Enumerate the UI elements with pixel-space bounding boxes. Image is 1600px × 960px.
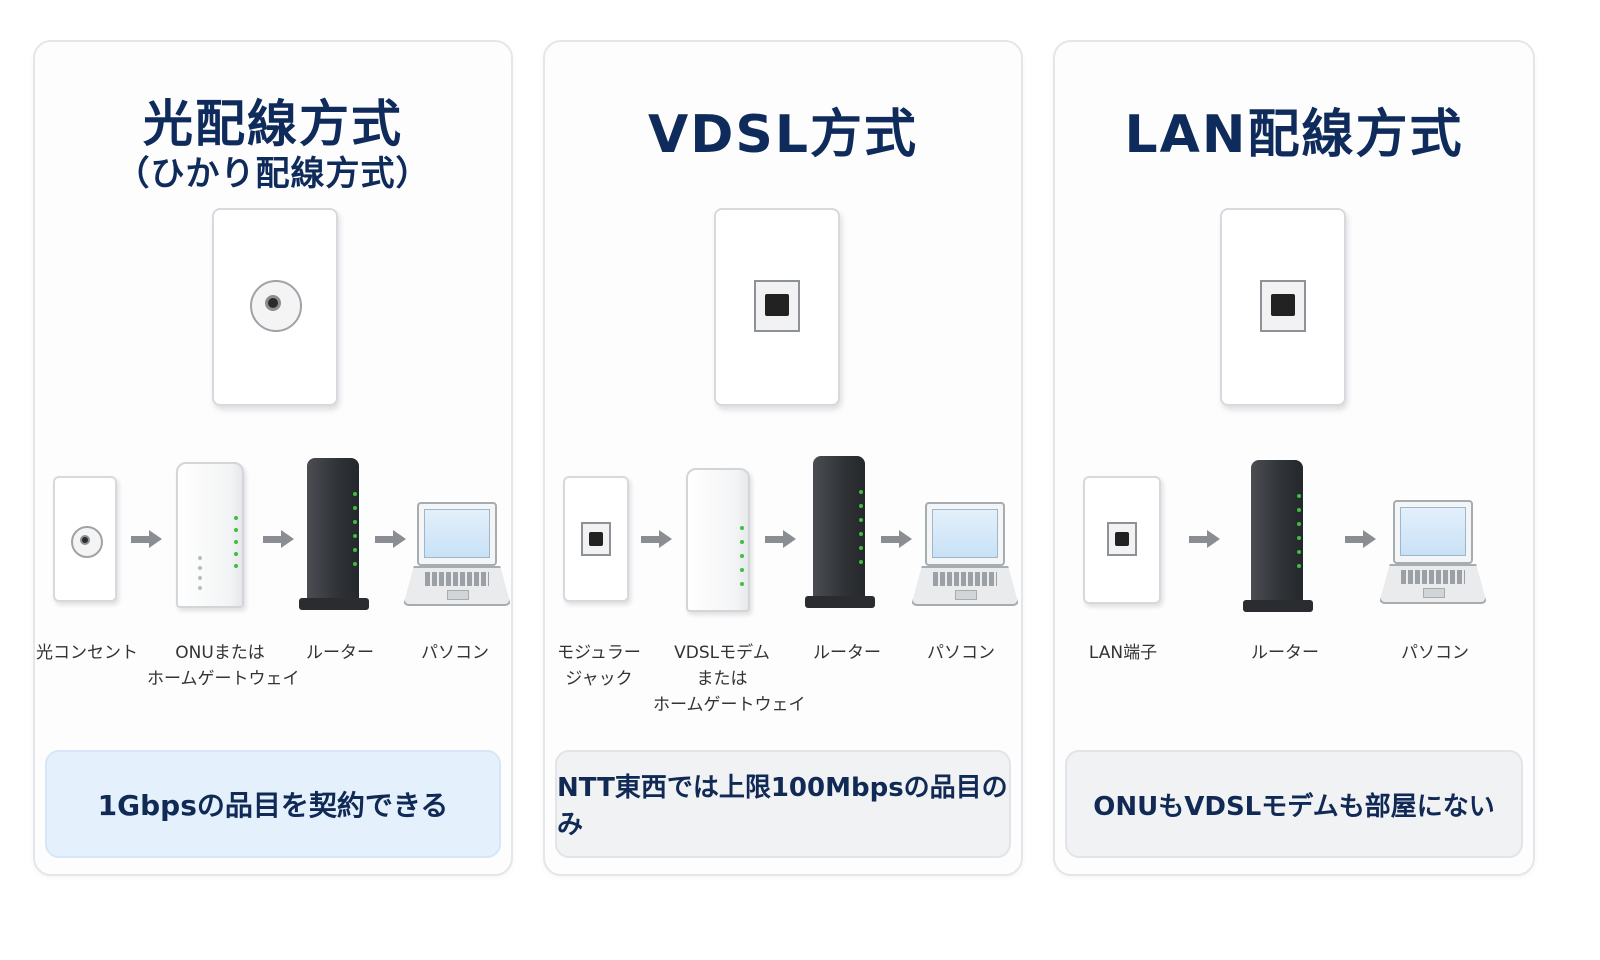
modular-jack-icon <box>754 280 800 332</box>
optical-outlet-icon <box>53 476 117 602</box>
panel-optical-wiring: 光配線方式 （ひかり配線方式） 光コンセント ONUまたは ホ <box>33 40 513 876</box>
arrow-icon <box>641 530 673 548</box>
modular-jack-plate <box>714 208 840 406</box>
arrow-icon <box>263 530 295 548</box>
lan-port-icon <box>1260 280 1306 332</box>
modular-jack-outlet-icon <box>563 476 629 602</box>
device-label: モジュラー ジャック <box>557 643 641 689</box>
panel-vdsl: VDSL方式 モジュラー ジャック VDSLモデム または ホームゲートウェイ … <box>543 40 1023 876</box>
router-icon <box>1243 460 1313 616</box>
arrow-icon <box>765 530 797 548</box>
router-icon <box>805 456 875 612</box>
optical-port-icon <box>250 280 302 332</box>
panel-subtitle: （ひかり配線方式） <box>115 154 431 194</box>
optical-outlet-plate <box>212 208 338 406</box>
panel-title: LAN配線方式 <box>1124 105 1464 165</box>
device-label: ルーター <box>1251 643 1319 663</box>
router-icon <box>299 458 369 614</box>
device-label: VDSLモデム または ホームゲートウェイ <box>653 643 806 715</box>
panel-lan-wiring: LAN配線方式 LAN端子 ルーター パソコン ONUもVDSLモデムも部屋にな… <box>1053 40 1535 876</box>
panel-title: 光配線方式 <box>143 95 403 153</box>
laptop-icon <box>911 502 1019 606</box>
device-label: ルーター <box>306 643 374 663</box>
device-label: 光コンセント <box>36 643 138 663</box>
arrow-icon <box>131 530 163 548</box>
device-label: パソコン <box>421 643 489 663</box>
panel-note: 1Gbpsの品目を契約できる <box>45 750 501 858</box>
laptop-icon <box>1379 500 1487 604</box>
device-label: パソコン <box>1401 643 1469 663</box>
arrow-icon <box>881 530 913 548</box>
arrow-icon <box>375 530 407 548</box>
panel-note: NTT東西では上限100Mbpsの品目のみ <box>555 750 1011 858</box>
vdsl-modem-icon <box>686 468 750 612</box>
device-label: ルーター <box>813 643 881 663</box>
device-label: ONUまたは ホームゲートウェイ <box>147 643 300 689</box>
laptop-icon <box>403 502 511 606</box>
arrow-icon <box>1345 530 1377 548</box>
panel-title: VDSL方式 <box>648 105 918 165</box>
device-label: LAN端子 <box>1088 643 1158 663</box>
onu-device-icon <box>176 462 244 608</box>
arrow-icon <box>1189 530 1221 548</box>
lan-outlet-plate <box>1220 208 1346 406</box>
panel-note: ONUもVDSLモデムも部屋にない <box>1065 750 1523 858</box>
device-label: パソコン <box>927 643 995 663</box>
lan-outlet-icon <box>1083 476 1161 604</box>
